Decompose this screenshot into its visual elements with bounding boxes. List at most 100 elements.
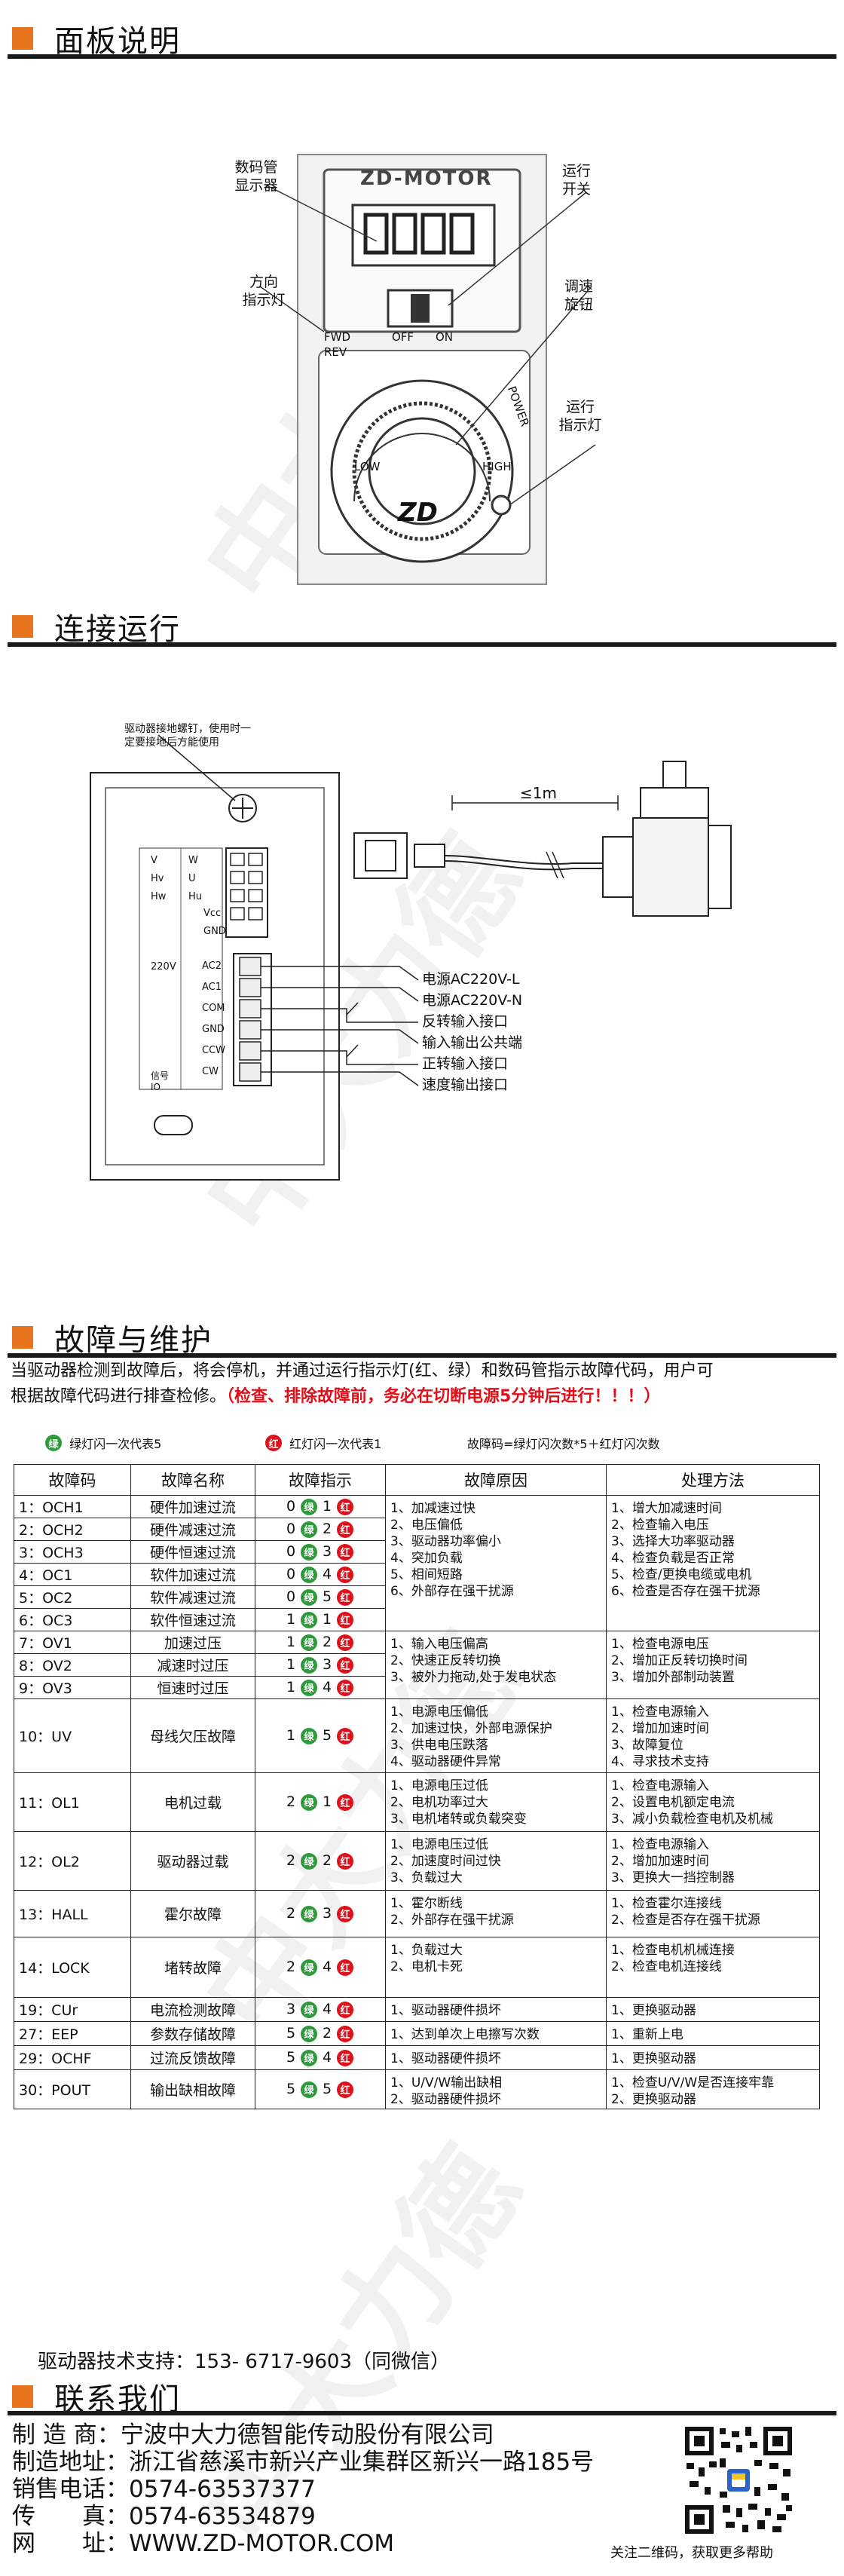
fault-name-cell: 软件减速过流: [130, 1585, 255, 1609]
green-count: 0: [286, 1498, 296, 1515]
divider: [8, 2411, 836, 2415]
rev-label: REV: [324, 345, 347, 359]
cable-length: ≤1m: [520, 784, 557, 802]
contact-sales: 销售电话：0574-63537377: [12, 2474, 316, 2504]
accent-square: [12, 1326, 33, 1349]
high-label: HIGH: [482, 460, 512, 473]
fault-cause-cell: 1、电源电压过低 2、加速度时间过快 3、负载过大: [385, 1831, 607, 1891]
pin-label: Hw: [151, 891, 167, 902]
green-count: 0: [286, 1543, 296, 1561]
fault-code-cell: 1：OCH1: [14, 1495, 131, 1518]
fault-name-cell: 堵转故障: [130, 1937, 255, 1998]
contact-maker: 制 造 商：宁波中大力德智能传动股份有限公司: [12, 2420, 494, 2450]
pin-label: Vcc: [203, 908, 222, 919]
contact-fax: 传 真：0574-63534879: [12, 2501, 316, 2532]
brand-label: ZD-MOTOR: [360, 167, 493, 190]
voltage-label: 220V: [151, 961, 176, 973]
red-lamp-icon: 红: [337, 1543, 353, 1561]
fault-fix-cell: 1、检查电机机械连接 2、检查电机连接线: [606, 1937, 820, 1998]
red-lamp-icon: 红: [337, 1905, 353, 1922]
green-lamp-icon: 绿: [301, 1611, 317, 1628]
red-count: 3: [322, 1656, 332, 1674]
red-count: 2: [322, 1634, 332, 1651]
power-off-warning: （检查、排除故障前，务必在切断电源5分钟后进行！！！）: [226, 1387, 661, 1406]
red-lamp-icon: 红: [337, 1679, 353, 1696]
fault-cause-cell: 1、输入电压偏高 2、快速正反转切换 3、被外力拖动,处于发电状态: [385, 1631, 607, 1699]
red-lamp-icon: 红: [337, 1656, 353, 1674]
green-lamp-icon: 绿: [301, 1656, 317, 1674]
contact-value: 0574-63537377: [129, 2476, 316, 2503]
green-count: 5: [286, 2081, 296, 2098]
red-count: 4: [322, 1959, 332, 1976]
red-lamp-icon: 红: [337, 1727, 353, 1744]
fault-code-cell: 12：OL2: [14, 1831, 131, 1891]
terminal-label: AC2: [202, 960, 222, 972]
fault-code-cell: 3：OCH3: [14, 1540, 131, 1564]
green-lamp-icon: 绿: [301, 1543, 317, 1561]
red-count: 4: [322, 1679, 332, 1696]
fault-name-cell: 硬件减速过流: [130, 1518, 255, 1541]
red-count: 5: [322, 1727, 332, 1744]
intro-line: 根据故障代码进行排查检修。: [11, 1387, 227, 1406]
fault-fix-cell: 1、检查电源电压 2、增加正反转切换时间 3、增加外部制动装置: [606, 1631, 820, 1699]
fault-code-cell: 4：OC1: [14, 1563, 131, 1586]
green-count: 0: [286, 1588, 296, 1606]
contact-label: 传 真：: [12, 2503, 129, 2530]
pin-label: W: [188, 855, 198, 866]
website-link[interactable]: WWW.ZD-MOTOR.COM: [129, 2530, 395, 2557]
red-count: 5: [322, 1588, 332, 1606]
red-count: 2: [322, 2025, 332, 2042]
wiring-diagram: [90, 734, 732, 1181]
green-lamp-icon: 绿: [301, 2001, 317, 2018]
green-count: 1: [286, 1679, 296, 1696]
pin-label: V: [151, 855, 157, 866]
contact-address: 制造地址：浙江省慈溪市新兴产业集群区新兴一路185号: [12, 2447, 594, 2477]
fault-name-cell: 驱动器过载: [130, 1831, 255, 1891]
pin-label: GND: [203, 926, 226, 937]
motor-pins-c: Vcc GND: [203, 905, 226, 941]
contact-web[interactable]: 网 址：WWW.ZD-MOTOR.COM: [12, 2529, 394, 2559]
green-count: 1: [286, 1611, 296, 1628]
green-lamp-icon: 绿: [301, 1727, 317, 1744]
logo: ZD: [398, 498, 438, 528]
red-count: 4: [322, 2049, 332, 2066]
fault-name-cell: 电流检测故障: [130, 1997, 255, 2022]
pin-label: U: [188, 873, 196, 884]
column-header: 故障原因: [385, 1464, 607, 1496]
fault-cause-cell: 1、电源电压过低 2、电机功率过大 3、电机堵转或负载突变: [385, 1772, 607, 1832]
red-count: 5: [322, 2081, 332, 2098]
fault-cause-cell: 1、霍尔断线 2、外部存在强干扰源: [385, 1890, 607, 1937]
section-title: 面板说明: [54, 24, 181, 59]
switch-off-label: OFF: [392, 330, 414, 344]
red-count: 2: [322, 1852, 332, 1870]
fault-name-cell: 硬件加速过流: [130, 1495, 255, 1518]
run-lamp-label: 运行 指示灯: [558, 399, 602, 433]
green-count: 1: [286, 1727, 296, 1744]
fault-code-cell: 5：OC2: [14, 1585, 131, 1609]
qr-caption: 关注二维码，获取更多帮助: [610, 2545, 773, 2561]
green-lamp-icon: 绿: [301, 2025, 317, 2042]
green-count: 5: [286, 2049, 296, 2066]
tech-support: 驱动器技术支持：153- 6717-9603（同微信）: [38, 2351, 450, 2373]
accent-square: [12, 615, 33, 638]
fault-code-cell: 9：OV3: [14, 1676, 131, 1699]
column-header: 处理方法: [606, 1464, 820, 1496]
legend-text: 绿灯闪一次代表5: [69, 1437, 162, 1451]
fault-fix-cell: 1、检查电源输入 2、增加加速时间 3、更换大一挡控制器: [606, 1831, 820, 1891]
green-count: 1: [286, 1634, 296, 1651]
fault-name-cell: 硬件恒速过流: [130, 1540, 255, 1564]
fault-code-cell: 6：OC3: [14, 1608, 131, 1631]
section-title: 故障与维护: [54, 1323, 213, 1358]
